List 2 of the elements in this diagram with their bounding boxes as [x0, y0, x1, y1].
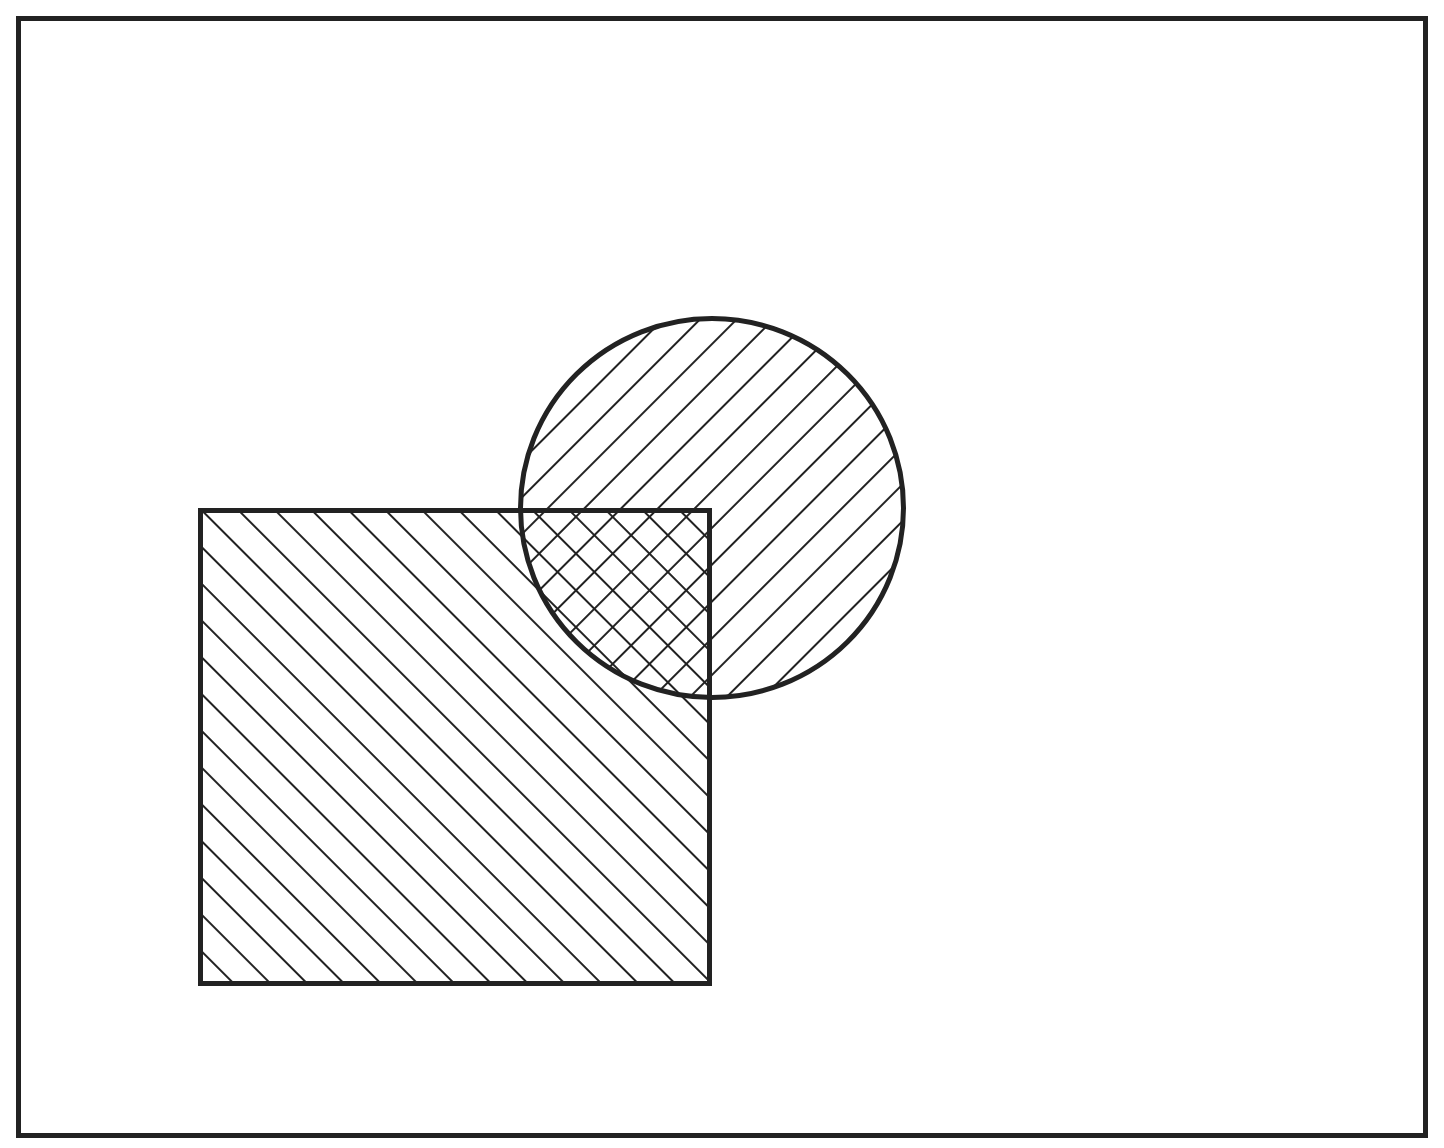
hatched-circle [518, 316, 906, 700]
frame-border [16, 16, 1428, 1138]
